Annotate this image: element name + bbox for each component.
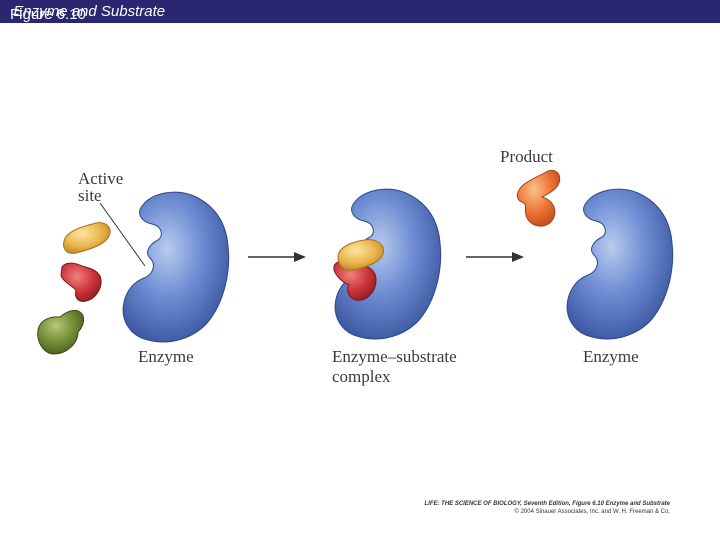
substrate-shape <box>63 222 111 254</box>
reaction-arrow <box>512 252 524 262</box>
substrate-shape <box>516 169 561 227</box>
title-bar: Figure 6.10 Enzyme and Substrate <box>0 0 720 23</box>
active-site-pointer <box>99 202 146 267</box>
active-site-label-line1: Active <box>78 169 124 188</box>
complex-label-line1: Enzyme–substrate <box>332 347 457 366</box>
enzyme-shape <box>122 191 230 343</box>
figure-title: Figure 6.10 Enzyme and Substrate <box>5 3 166 23</box>
enzyme-label-left: Enzyme <box>138 347 194 366</box>
enzyme-shape <box>566 188 674 340</box>
enzyme-label-right: Enzyme <box>583 347 639 366</box>
enzyme-shape <box>334 188 442 340</box>
substrate-shape <box>37 309 85 355</box>
figure-caption: Enzyme and Substrate <box>13 3 166 20</box>
substrate-shape <box>337 239 385 271</box>
active-site-label-line2: site <box>78 186 102 205</box>
reaction-arrow <box>294 252 306 262</box>
substrate-shape <box>60 262 102 302</box>
figure-number: Figure 6.10 <box>10 6 86 23</box>
credit-line2: © 2004 Sinauer Associates, Inc. and W. H… <box>514 509 671 515</box>
product-label: Product <box>500 147 553 166</box>
complex-label-line2: complex <box>332 367 391 386</box>
credit: LIFE: THE SCIENCE OF BIOLOGY, Seventh Ed… <box>398 500 671 516</box>
credit-line1: LIFE: THE SCIENCE OF BIOLOGY, Seventh Ed… <box>424 501 671 507</box>
